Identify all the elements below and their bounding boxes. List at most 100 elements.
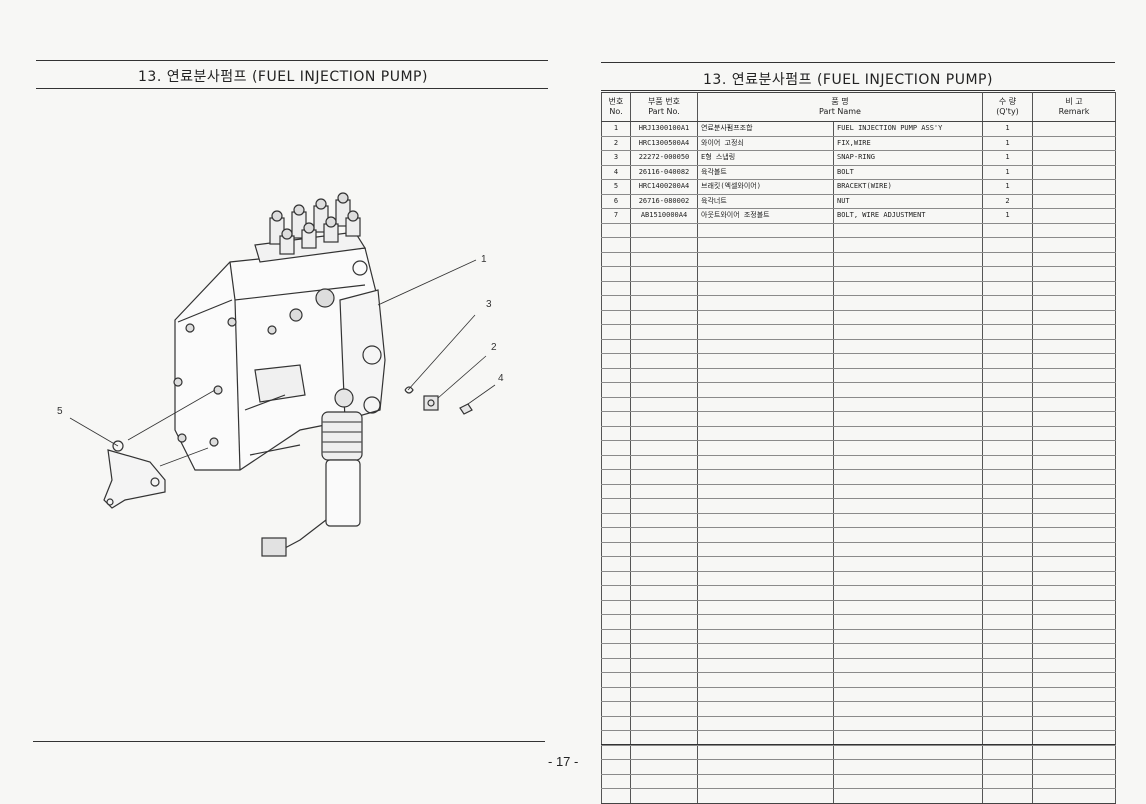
table-row (601, 368, 1116, 383)
cell-part-no (630, 542, 698, 557)
cell-no: 6 (601, 194, 631, 209)
cell-name-en (833, 353, 983, 369)
cell-name-ko (697, 759, 834, 775)
cell-name-en (833, 411, 983, 427)
cell-qty (982, 629, 1033, 644)
cell-qty (982, 397, 1033, 412)
cell-remark (1032, 774, 1116, 789)
table-row (601, 295, 1116, 311)
cell-qty: 1 (982, 179, 1033, 195)
cell-part-no (630, 658, 698, 673)
left-page: 13. 연료분사펌프 (FUEL INJECTION PUMP) (0, 0, 573, 780)
table-row (601, 310, 1116, 325)
cell-remark (1032, 440, 1116, 456)
table-row (601, 440, 1116, 456)
cell-part-no (630, 774, 698, 789)
cell-no (601, 368, 631, 383)
cell-qty: 1 (982, 121, 1033, 137)
cell-qty (982, 672, 1033, 688)
cell-remark (1032, 585, 1116, 601)
cell-name-ko (697, 716, 834, 731)
cell-qty (982, 774, 1033, 789)
table-row (601, 252, 1116, 267)
cell-no: 5 (601, 179, 631, 195)
cell-name-ko (697, 339, 834, 354)
cell-no (601, 556, 631, 572)
cell-part-no (630, 310, 698, 325)
cell-no (601, 614, 631, 630)
cell-part-no (630, 701, 698, 717)
page-number: - 17 - (548, 754, 579, 769)
cell-name-ko (697, 252, 834, 267)
cell-part-no (630, 585, 698, 601)
cell-qty (982, 339, 1033, 354)
table-row (601, 498, 1116, 514)
cell-part-no (630, 788, 698, 804)
cell-name-en: BOLT (833, 165, 983, 180)
cell-remark (1032, 614, 1116, 630)
cell-remark (1032, 788, 1116, 804)
cell-remark (1032, 397, 1116, 412)
cell-qty (982, 324, 1033, 340)
cell-qty (982, 730, 1033, 746)
cell-qty (982, 585, 1033, 601)
cell-name-en (833, 382, 983, 398)
cell-qty (982, 745, 1033, 760)
cell-part-no: AB1510000A4 (630, 208, 698, 224)
cell-qty (982, 440, 1033, 456)
cell-no (601, 542, 631, 557)
cell-name-en (833, 455, 983, 470)
table-row (601, 687, 1116, 702)
cell-part-no: 26116-040082 (630, 165, 698, 180)
cell-name-en (833, 469, 983, 485)
cell-name-en (833, 629, 983, 644)
cell-no (601, 527, 631, 543)
cell-part-no (630, 730, 698, 746)
cell-qty (982, 571, 1033, 586)
cell-remark (1032, 295, 1116, 311)
cell-name-en (833, 513, 983, 528)
cell-remark (1032, 339, 1116, 354)
table-row (601, 426, 1116, 441)
cell-name-ko (697, 788, 834, 804)
cell-remark (1032, 527, 1116, 543)
cell-no (601, 513, 631, 528)
table-row (601, 411, 1116, 427)
cell-part-no (630, 455, 698, 470)
cell-remark (1032, 498, 1116, 514)
cell-part-no (630, 643, 698, 659)
cell-name-ko (697, 368, 834, 383)
cell-part-no (630, 571, 698, 586)
cell-name-ko (697, 614, 834, 630)
cell-no (601, 310, 631, 325)
cell-qty (982, 643, 1033, 659)
cell-name-ko (697, 469, 834, 485)
cell-remark (1032, 281, 1116, 296)
title-rule-bottom (36, 88, 548, 89)
cell-qty (982, 614, 1033, 630)
cell-remark (1032, 556, 1116, 572)
cell-qty (982, 484, 1033, 499)
cell-no (601, 629, 631, 644)
cell-name-en (833, 310, 983, 325)
table-row (601, 585, 1116, 601)
cell-name-ko (697, 571, 834, 586)
cell-part-no (630, 252, 698, 267)
cell-remark (1032, 237, 1116, 253)
cell-part-no (630, 237, 698, 253)
cell-name-ko (697, 629, 834, 644)
cell-name-en: BOLT, WIRE ADJUSTMENT (833, 208, 983, 224)
cell-no (601, 788, 631, 804)
cell-remark (1032, 353, 1116, 369)
cell-name-ko (697, 382, 834, 398)
cell-name-en (833, 585, 983, 601)
cell-name-en (833, 339, 983, 354)
cell-part-no (630, 411, 698, 427)
cell-name-ko (697, 527, 834, 543)
table-row (601, 353, 1116, 369)
cell-remark (1032, 136, 1116, 151)
